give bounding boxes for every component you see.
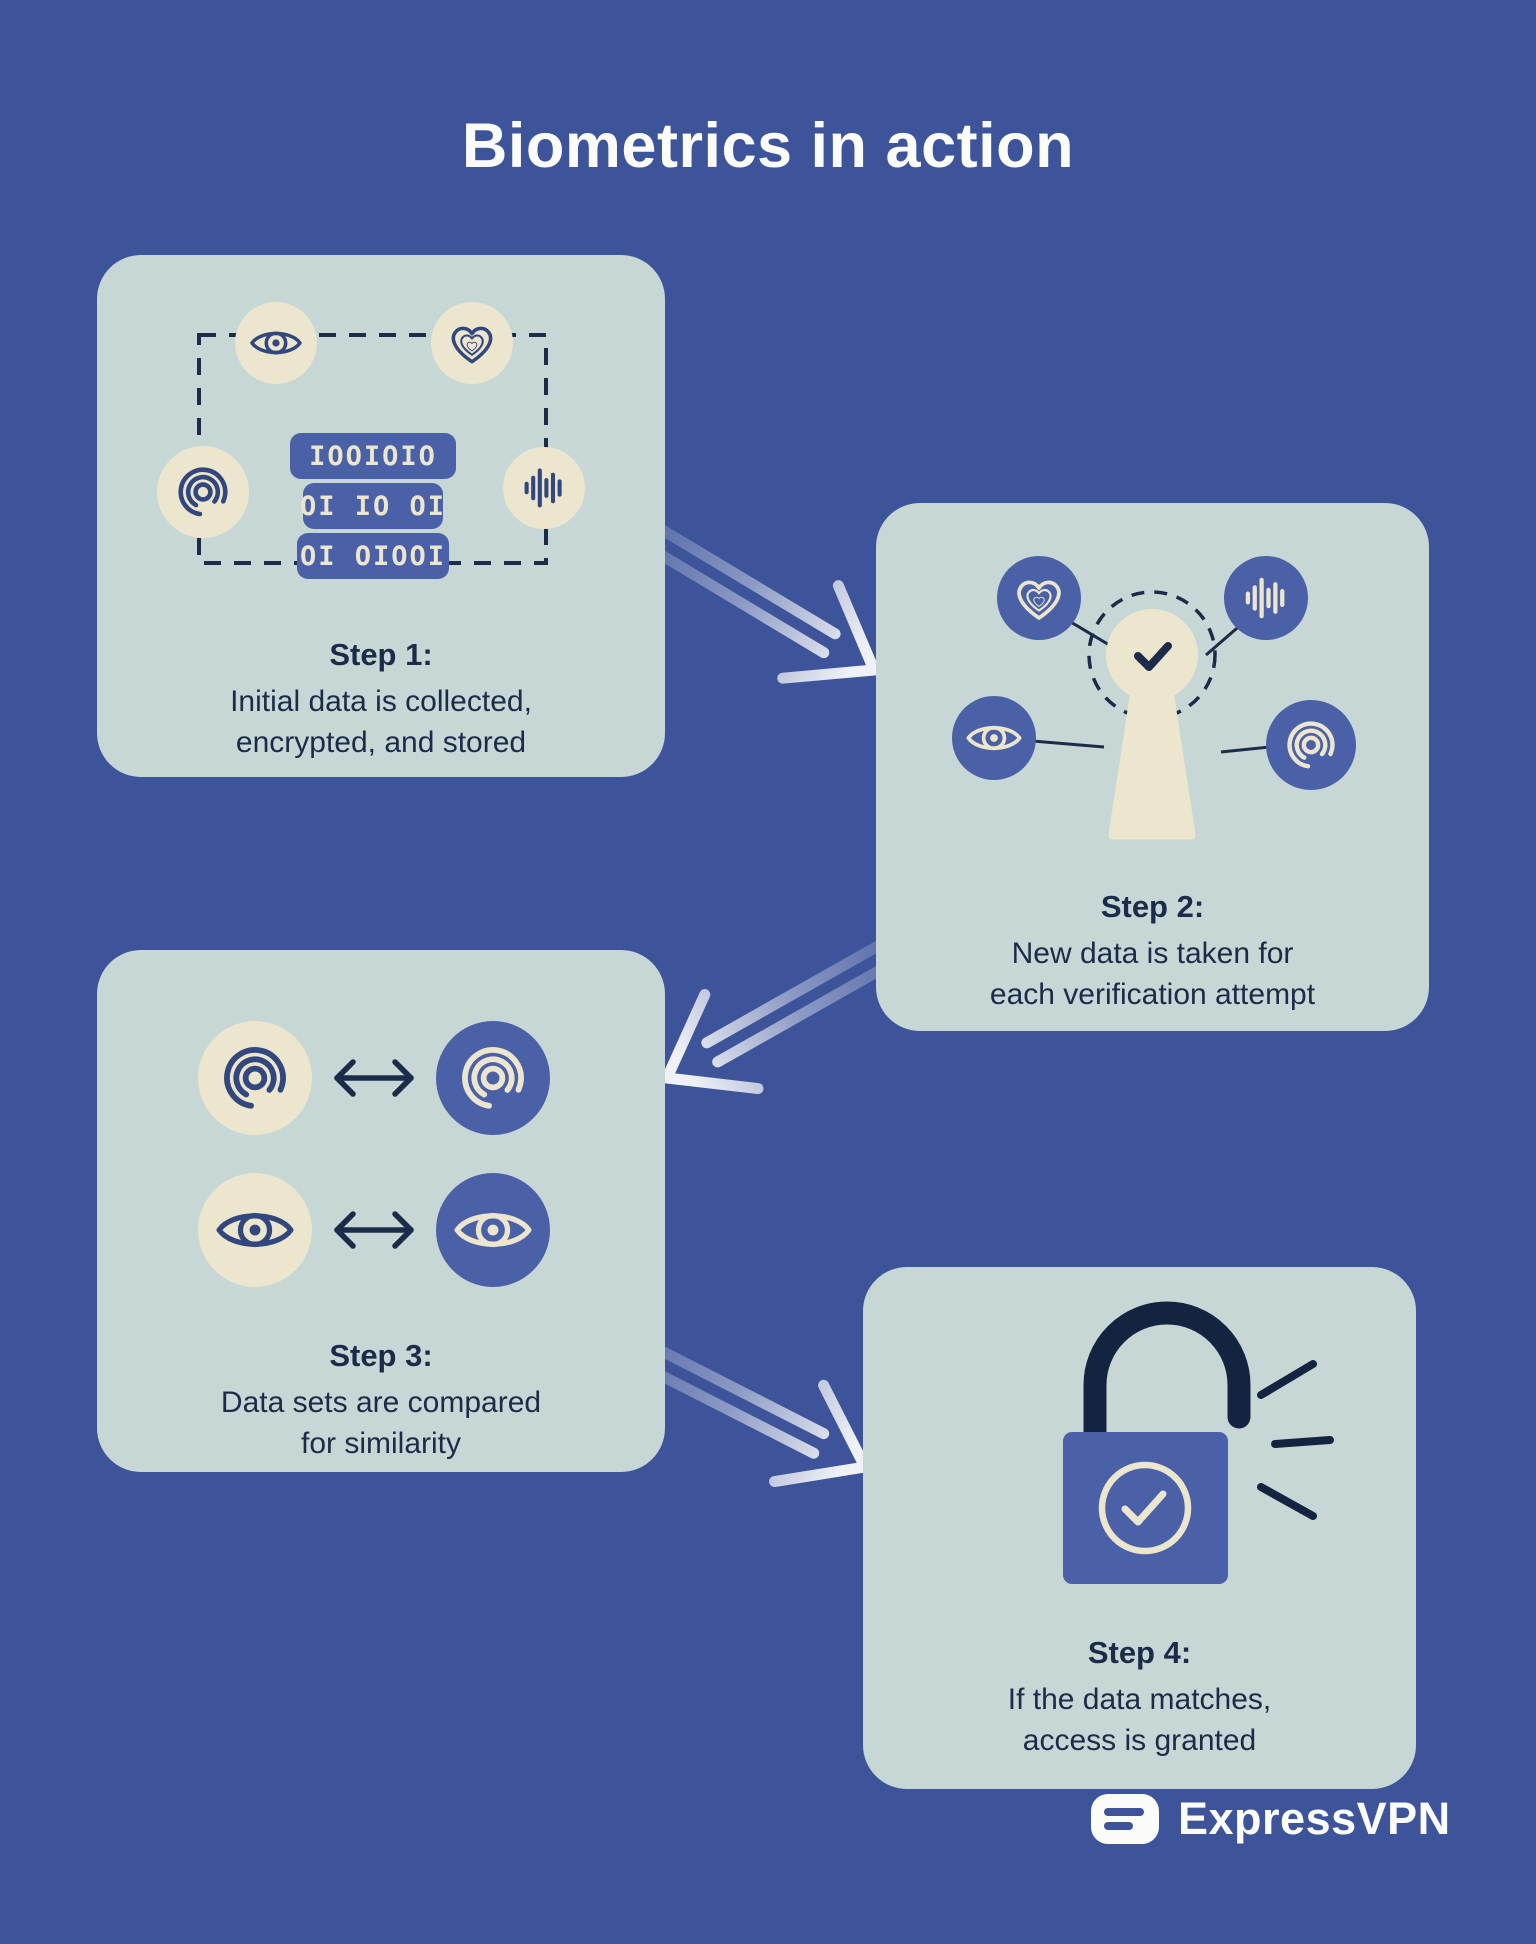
step-2-label: Step 2: bbox=[1100, 889, 1205, 924]
step-2-illustration bbox=[952, 556, 1356, 840]
step-3-text: Step 3: Data sets are compared for simil… bbox=[97, 1338, 665, 1464]
binary-pills: IOOIOIO OI IO OI OI OIOOI bbox=[290, 433, 456, 579]
expressvpn-logo-icon bbox=[1091, 1794, 1159, 1844]
step-2-text: Step 2: New data is taken for each verif… bbox=[876, 889, 1429, 1015]
step-3-illustration bbox=[198, 1021, 550, 1287]
binary-row-3: OI OIOOI bbox=[300, 541, 446, 572]
fingerprint-icon-circle bbox=[436, 1021, 550, 1135]
binary-pill bbox=[297, 533, 449, 579]
step-4-description: If the data matches, access is granted bbox=[1007, 1683, 1272, 1757]
keyhole-icon bbox=[1087, 590, 1217, 840]
padlock-shackle bbox=[1083, 1301, 1251, 1451]
binary-row-1: IOOIOIO bbox=[309, 441, 437, 472]
step-1-card: IOOIOIO OI IO OI OI OIOOI Step 1: Initia… bbox=[97, 255, 665, 777]
open-padlock-icon bbox=[1063, 1301, 1251, 1584]
burst-lines-icon bbox=[1257, 1360, 1334, 1520]
padlock-body bbox=[1063, 1432, 1228, 1584]
step-3-card: Step 3: Data sets are compared for simil… bbox=[97, 950, 665, 1472]
soundwave-icon-circle bbox=[1224, 556, 1308, 640]
checkmark-circle bbox=[1098, 1461, 1192, 1555]
brand-footer: ExpressVPN bbox=[1090, 1793, 1451, 1845]
page-title: Biometrics in action bbox=[461, 111, 1075, 181]
brand-name: ExpressVPN bbox=[1178, 1793, 1451, 1844]
fingerprint-icon-circle bbox=[157, 446, 249, 538]
step-4-label: Step 4: bbox=[1087, 1635, 1192, 1670]
step-4-illustration bbox=[1063, 1301, 1334, 1584]
step-4-text: Step 4: If the data matches, access is g… bbox=[863, 1635, 1416, 1761]
compare-arrows-icon bbox=[334, 1059, 414, 1097]
step-2-card: Step 2: New data is taken for each verif… bbox=[876, 503, 1429, 1031]
step-1-illustration: IOOIOIO OI IO OI OI OIOOI bbox=[157, 302, 585, 579]
binary-row-2: OI IO OI bbox=[300, 491, 446, 522]
step-1-text: Step 1: Initial data is collected, encry… bbox=[97, 637, 665, 763]
compare-arrows-icon bbox=[334, 1211, 414, 1249]
step-1-description: Initial data is collected, encrypted, an… bbox=[230, 685, 532, 759]
checkmark-icon bbox=[1121, 1490, 1167, 1526]
step-1-label: Step 1: bbox=[329, 637, 433, 672]
step-3-description: Data sets are compared for similarity bbox=[220, 1386, 542, 1460]
soundwave-icon-circle bbox=[503, 447, 585, 529]
binary-pill bbox=[303, 483, 443, 529]
fingerprint-icon-circle bbox=[1266, 700, 1356, 790]
keyhole-head bbox=[1106, 609, 1198, 701]
checkmark-icon bbox=[1134, 642, 1172, 671]
binary-pill bbox=[290, 433, 456, 479]
step-2-description: New data is taken for each verification … bbox=[989, 937, 1316, 1011]
step-4-card: Step 4: If the data matches, access is g… bbox=[863, 1267, 1416, 1789]
step-3-label: Step 3: bbox=[329, 1338, 433, 1373]
fingerprint-icon-circle bbox=[198, 1021, 312, 1135]
